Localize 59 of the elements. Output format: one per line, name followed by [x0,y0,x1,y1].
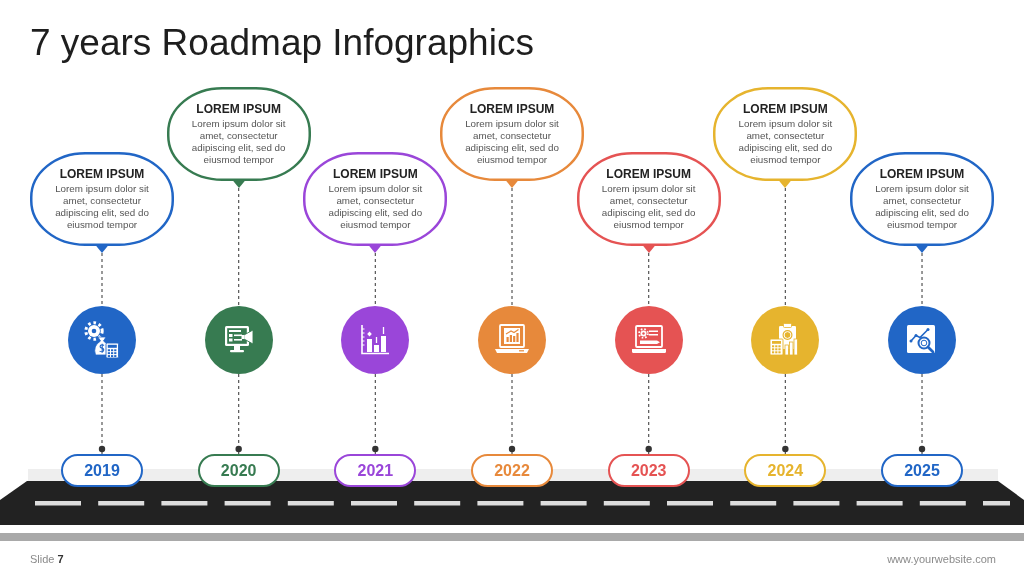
bubble-heading: LOREM IPSUM [469,102,555,117]
bubble-text: Lorem ipsum dolor sit amet, consectetur adipiscing elit, sed do eiusmod tempor [737,118,834,166]
dashed-connector [98,373,106,455]
monitor-megaphone-icon [204,306,273,374]
bubble-heading: LOREM IPSUM [333,167,418,182]
slide-number: Slide 7 [30,552,64,566]
bubble-text: Lorem ipsum dolor sit amet, consectetur adipiscing elit, sed do eiusmod tempor [600,183,697,231]
bubble-text: Lorem ipsum dolor sit amet, consectetur adipiscing elit, sed do eiusmod tempor [464,118,560,166]
speech-bubble [166,87,311,188]
laptop-gear-pencil-icon [614,306,683,374]
speech-bubble [440,87,584,188]
dashed-connector [782,373,789,455]
dashed-connector [372,373,379,455]
bar-chart-icon [341,306,410,374]
dashed-connector [921,252,923,307]
gear-money-bag-calculator-icon [68,306,136,374]
bubble-heading: LOREM IPSUM [196,102,281,117]
clipboard-coin-calculator-icon [751,306,820,374]
dashed-connector [508,373,516,455]
dashed-connector [645,373,652,455]
year-text: 2022 [494,461,530,480]
dashed-connector [511,187,513,307]
bubble-heading: LOREM IPSUM [606,167,691,182]
bubble-heading: LOREM IPSUM [743,102,828,117]
bubble-text: Lorem ipsum dolor sit amet, consectetur adipiscing elit, sed do eiusmod tempor [327,183,424,231]
dashed-connector [235,373,242,455]
year-pill [607,454,690,487]
dashed-connector [101,252,103,307]
year-pill [197,454,280,487]
year-text: 2021 [357,461,394,480]
year-pill [334,454,417,487]
year-text: 2023 [630,461,667,480]
bubble-text: Lorem ipsum dolor sit amet, consectetur adipiscing elit, sed do eiusmod tempor [874,183,970,231]
speech-bubble [850,152,994,253]
year-pill [471,454,553,487]
laptop-chart-icon [478,306,546,374]
year-pill [61,454,143,487]
bubble-text: Lorem ipsum dolor sit amet, consectetur adipiscing elit, sed do eiusmod tempor [54,183,150,231]
speech-bubble [713,87,858,188]
dashed-connector [784,187,786,307]
slide-title: 7 years Roadmap Infographics [30,22,534,64]
year-pill [744,454,827,487]
bubble-heading: LOREM IPSUM [59,167,145,182]
website-address: www.yourwebsite.com [887,552,996,566]
dashed-connector [238,187,240,307]
year-text: 2025 [904,461,940,480]
year-text: 2024 [767,461,804,480]
speech-bubble [30,152,174,253]
dashed-connector [374,252,376,307]
bubble-text: Lorem ipsum dolor sit amet, consectetur adipiscing elit, sed do eiusmod tempor [190,118,287,166]
bubble-heading: LOREM IPSUM [879,167,965,182]
year-text: 2020 [220,461,257,480]
year-pill [881,454,963,487]
dashed-connector [918,373,926,455]
year-text: 2019 [84,461,120,480]
dashed-connector [648,252,650,307]
speech-bubble [303,152,448,253]
speech-bubble [576,152,721,253]
chart-magnifier-icon [888,306,956,374]
